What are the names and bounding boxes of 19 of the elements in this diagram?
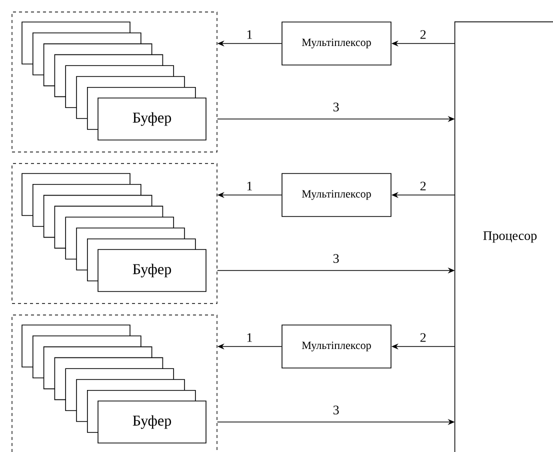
edge-label: 1 bbox=[247, 182, 252, 190]
edge-label: 1 bbox=[247, 30, 252, 39]
edge-label: 2 bbox=[420, 30, 426, 39]
multiplexer-box: Мультіплексор bbox=[282, 173, 392, 217]
buffer-box: Буфер bbox=[98, 400, 206, 444]
multiplexer-box: Мультіплексор bbox=[282, 324, 392, 368]
edge-label: 3 bbox=[333, 102, 339, 112]
buffer-box: Буфер bbox=[98, 98, 206, 140]
processor-box: Процесор bbox=[454, 21, 553, 452]
dashed-group-box bbox=[12, 12, 218, 152]
edge-label: 3 bbox=[333, 254, 339, 263]
buffer-box: Буфер bbox=[98, 249, 206, 292]
edge-label: 2 bbox=[420, 333, 426, 342]
dashed-group-box bbox=[12, 163, 218, 304]
edge-label: 1 bbox=[247, 333, 252, 342]
dashed-group-box bbox=[12, 314, 218, 452]
multiplexer-box: Мультіплексор bbox=[282, 22, 392, 66]
edge-label: 3 bbox=[333, 406, 339, 414]
edge-label: 2 bbox=[420, 182, 426, 190]
